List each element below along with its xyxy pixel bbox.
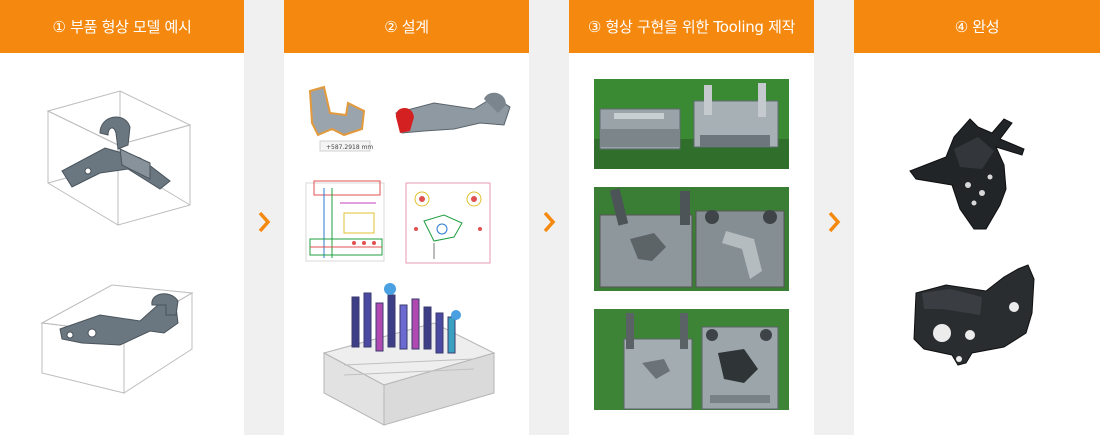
flat-pattern-drawing <box>308 85 366 137</box>
step-1-title: ① 부품 형상 모델 예시 <box>0 0 244 53</box>
step-3-title: ③ 형상 구현을 위한 Tooling 제작 <box>569 0 814 53</box>
chevron-right-icon <box>827 210 841 234</box>
step-3-panel: ③ 형상 구현을 위한 Tooling 제작 <box>569 0 814 435</box>
tooling-photo-1 <box>594 79 789 169</box>
die-assembly-3d <box>322 283 496 426</box>
tool-layout-drawing-2 <box>405 182 491 264</box>
chevron-right-icon <box>257 210 271 234</box>
finished-part-images <box>909 118 1035 366</box>
step-4-title: ④ 완성 <box>854 0 1100 53</box>
tooling-photo-3 <box>594 309 789 410</box>
step-4-panel: ④ 완성 <box>854 0 1100 435</box>
finished-part-1 <box>909 118 1025 230</box>
step-1-panel: ① 부품 형상 모델 예시 <box>0 0 244 435</box>
step-2-panel: ② 설계 +587.2918 mm <box>284 0 529 435</box>
tool-layout-drawing-1 <box>305 180 385 262</box>
finished-part-2 <box>913 264 1035 366</box>
design-measurement: +587.2918 mm <box>326 144 373 151</box>
step-2-title: ② 설계 <box>284 0 529 53</box>
tooling-photo-2 <box>594 187 789 291</box>
chevron-right-icon <box>542 210 556 234</box>
part-3d-drawing <box>395 92 511 134</box>
part-model-images <box>40 90 194 394</box>
design-drawings: +587.2918 mm <box>305 85 511 426</box>
